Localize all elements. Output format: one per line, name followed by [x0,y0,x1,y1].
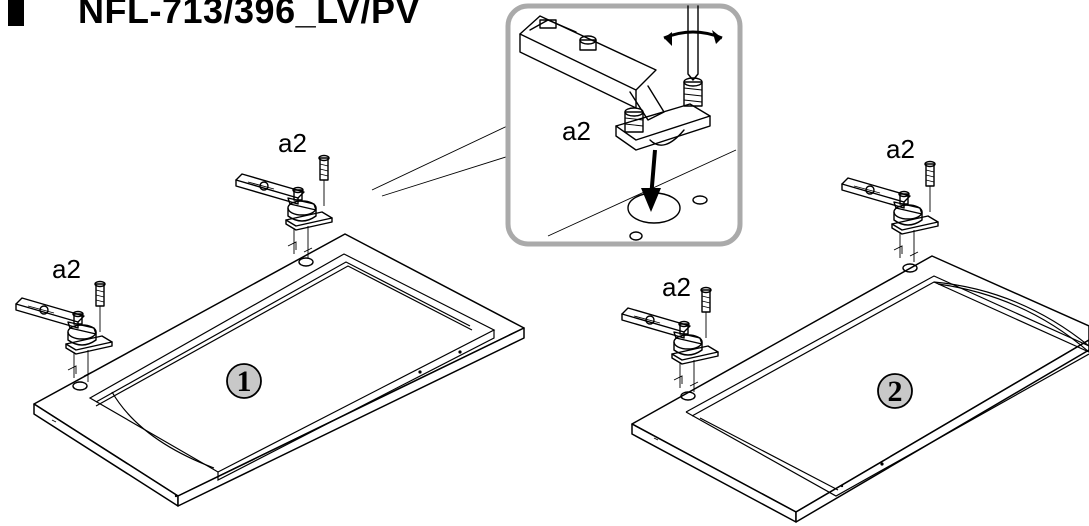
hinge-icon [235,173,333,259]
step-number-1: 1 [237,365,252,398]
hinge-label: a2 [886,134,915,164]
screw-icon [94,280,106,333]
hinge-icon [841,177,939,263]
zoom-detail: a2 [505,3,743,247]
screw-icon [318,154,330,207]
panel-1: 1 a2 a2 [15,128,525,507]
title-marker [8,0,24,26]
hinge-label: a2 [52,254,81,284]
hinge-label: a2 [278,128,307,158]
step-badge-2 [877,373,913,409]
screw-icon [924,160,936,213]
step-badge-1 [226,363,262,399]
page-title: NFL-713/396_LV/PV [78,0,420,31]
panel-2: 2 a2 a2 [621,134,1089,523]
hinge-icon [621,307,719,393]
step-number-2: 2 [888,375,903,408]
hinge-label: a2 [662,272,691,302]
hinge-label: a2 [562,116,591,146]
screw-icon [700,286,712,339]
